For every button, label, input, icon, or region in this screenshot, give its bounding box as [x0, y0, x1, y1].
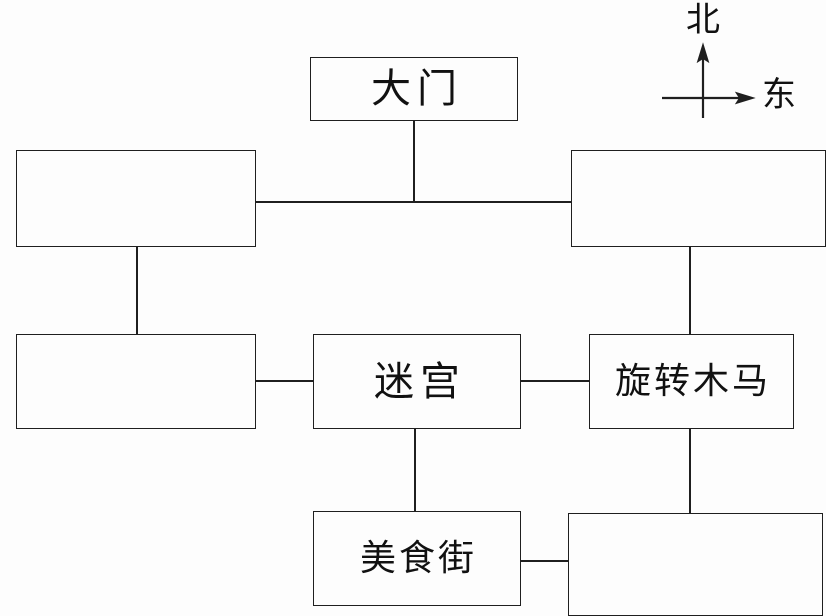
node-food-street[interactable]: 美食街: [313, 511, 521, 606]
compass-east-arrowhead: [734, 91, 756, 105]
node-gate[interactable]: 大门: [310, 57, 518, 121]
compass-north-arrowhead: [696, 42, 710, 64]
node-maze[interactable]: 迷宫: [313, 334, 521, 429]
compass-rose: [662, 42, 756, 118]
node-top-left[interactable]: [16, 150, 256, 247]
node-carousel[interactable]: 旋转木马: [589, 334, 794, 429]
node-mid-left[interactable]: [16, 334, 256, 429]
compass-north-label: 北: [686, 0, 720, 40]
node-top-right[interactable]: [571, 150, 826, 247]
node-food-street-label: 美食街: [359, 537, 477, 579]
node-bottom-right[interactable]: [568, 513, 823, 616]
node-maze-label: 迷宫: [374, 358, 466, 405]
node-gate-label: 大门: [371, 66, 463, 112]
compass-east-label: 东: [762, 75, 796, 115]
node-carousel-label: 旋转木马: [614, 360, 771, 402]
